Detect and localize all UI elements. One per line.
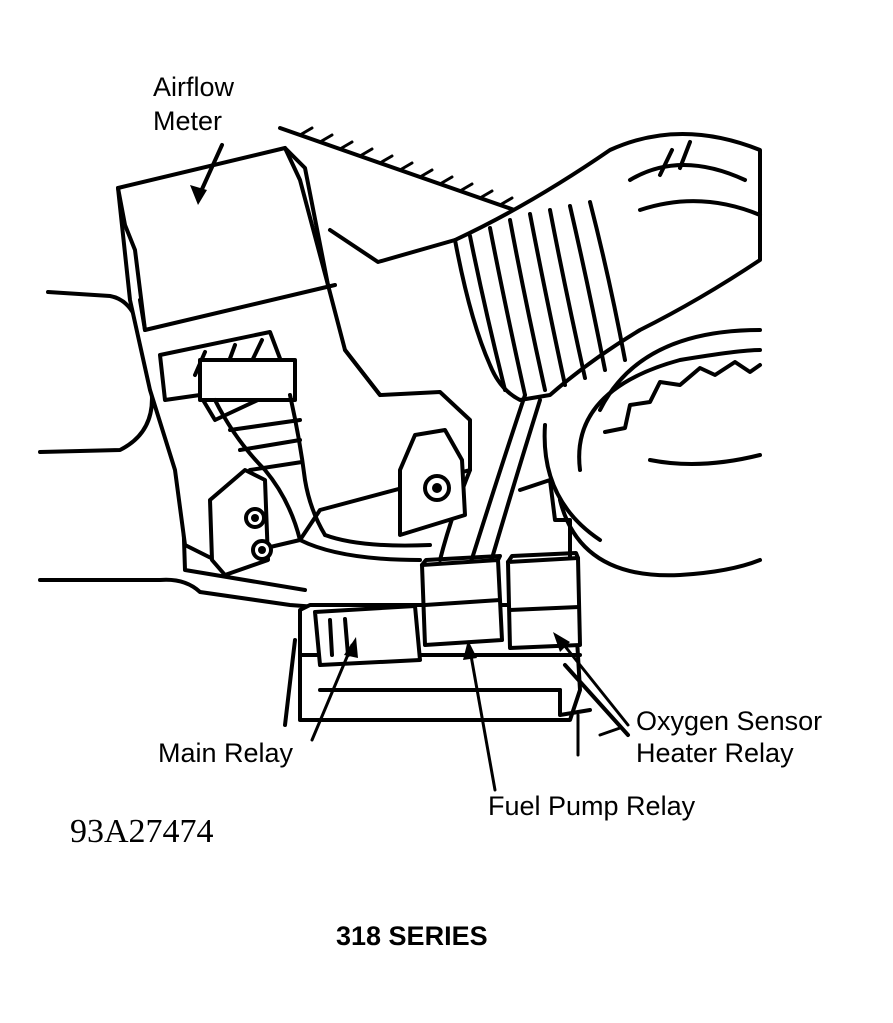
airflow-meter-label-line1: Airflow	[153, 72, 235, 102]
upper-hose	[278, 126, 522, 214]
figure-caption: 318 SERIES	[336, 921, 488, 951]
airflow-meter-label-line2: Meter	[153, 106, 222, 136]
intake-boot	[453, 132, 762, 402]
oxygen-sensor-heater-relay	[506, 551, 582, 650]
fuel-pump-relay	[420, 554, 504, 647]
pulley-wheel	[542, 328, 762, 578]
fuel-pump-relay-label: Fuel Pump Relay	[488, 791, 696, 821]
figure-code: 93A27474	[70, 813, 214, 850]
mounting-bracket-right	[398, 428, 467, 537]
mounting-bracket-left	[208, 468, 273, 577]
airflow-meter-housing	[116, 146, 472, 562]
wiring-harness	[158, 330, 542, 567]
leader-lines	[190, 143, 630, 792]
main-relay	[313, 604, 422, 667]
oxygen-sensor-label-line2: Heater Relay	[636, 738, 794, 768]
main-relay-label: Main Relay	[158, 738, 294, 768]
oxygen-sensor-label-line1: Oxygen Sensor	[636, 706, 822, 736]
